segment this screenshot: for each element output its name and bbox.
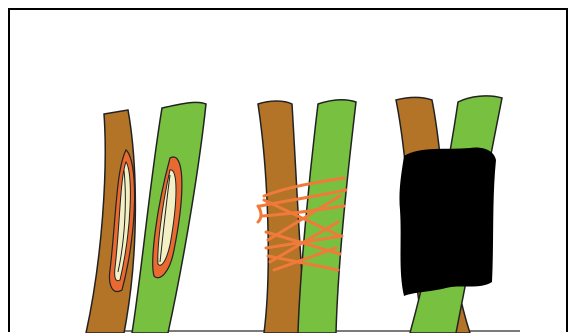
stage-twine-tied [258, 100, 356, 333]
stage-cut-stems [86, 102, 206, 333]
grafting-tape [399, 148, 496, 297]
stage-tape-wrapped [396, 96, 502, 333]
